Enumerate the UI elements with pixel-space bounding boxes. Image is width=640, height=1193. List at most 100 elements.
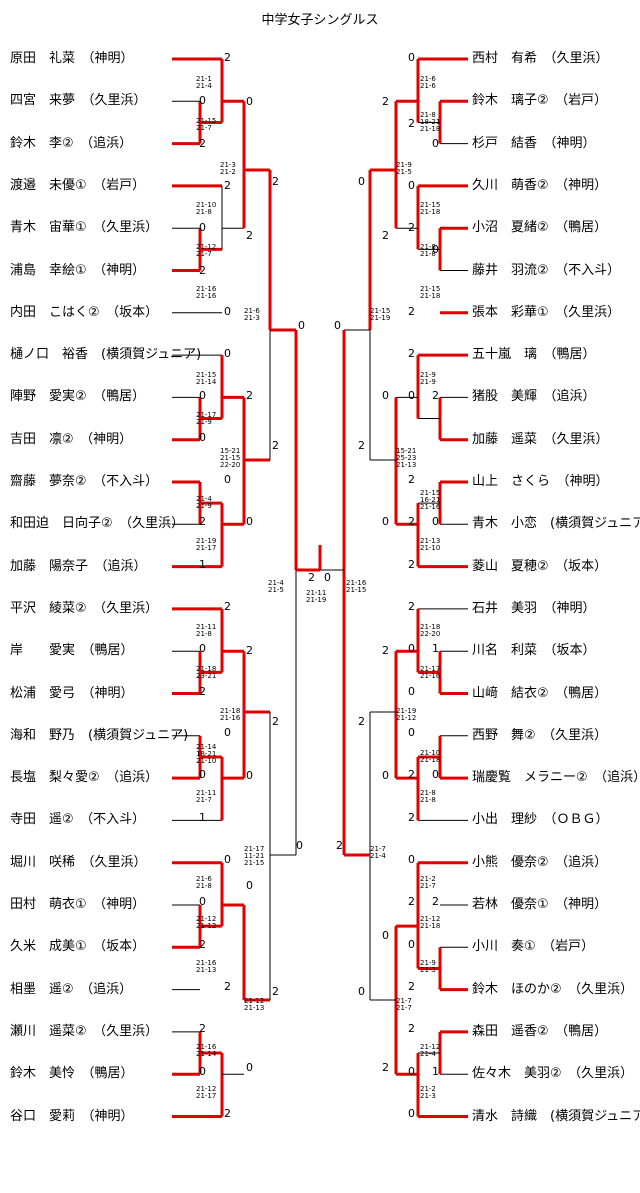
match-score: 0	[358, 175, 365, 188]
right-player-16: 山﨑 結衣② （鴨居）	[472, 685, 608, 701]
right-player-10: 加藤 遥菜 （久里浜）	[472, 431, 609, 447]
set-score: 21-6 21-3	[244, 307, 260, 322]
match-score: 2	[272, 175, 279, 188]
left-player-23: 相墨 遥② （追浜）	[10, 981, 133, 997]
match-score: 2	[246, 389, 253, 402]
set-score: 21-8 21-8	[420, 789, 436, 804]
match-score: 2	[432, 389, 439, 402]
match-score: 2	[336, 839, 343, 852]
match-score: 2	[199, 938, 206, 951]
match-score: 2	[199, 1022, 206, 1035]
match-score: 2	[246, 644, 253, 657]
match-score: 0	[408, 853, 415, 866]
set-score: 21-2 21-7	[420, 875, 436, 890]
match-score: 0	[382, 769, 389, 782]
set-score: 21-3 21-2	[220, 161, 236, 176]
left-player-14: 平沢 綾菜② （久里浜）	[10, 600, 159, 616]
set-score: 21-15 16-21 21-16	[420, 489, 441, 511]
set-score: 21-17 11-21 21-15	[244, 845, 265, 867]
match-score: 0	[358, 985, 365, 998]
match-score: 0	[246, 879, 253, 892]
right-player-4: 久川 萌香② （神明）	[472, 177, 608, 193]
left-player-26: 谷口 愛莉 （神明）	[10, 1108, 134, 1124]
match-score: 2	[408, 980, 415, 993]
match-score: 0	[224, 473, 231, 486]
match-score: 2	[408, 600, 415, 613]
match-score: 2	[224, 980, 231, 993]
match-score: 2	[199, 515, 206, 528]
left-player-2: 四宮 来夢 （久里浜）	[10, 93, 147, 109]
left-player-22: 久米 成美① （坂本）	[10, 939, 146, 955]
match-score: 0	[408, 642, 415, 655]
match-score: 0	[408, 51, 415, 64]
match-score: 0	[246, 1061, 253, 1074]
match-score: 2	[358, 715, 365, 728]
match-score: 2	[224, 600, 231, 613]
match-score: 2	[224, 179, 231, 192]
match-score: 0	[382, 389, 389, 402]
left-player-21: 田村 萌衣① （神明）	[10, 897, 146, 912]
left-player-19: 寺田 遥② （不入斗）	[10, 812, 146, 828]
match-score: 2	[408, 811, 415, 824]
match-score: 2	[272, 985, 279, 998]
left-player-15: 岸 愛実 （鴨居）	[10, 643, 134, 659]
left-player-3: 鈴木 李② （追浜）	[10, 135, 133, 151]
match-score: 0	[224, 853, 231, 866]
right-player-17: 西野 舞② （久里浜）	[472, 727, 608, 743]
right-player-9: 猪股 美輝 （追浜）	[472, 389, 596, 405]
match-score: 2	[382, 1061, 389, 1074]
set-score: 21-16 21-16	[196, 285, 217, 300]
set-score: 21-19 21-17	[196, 537, 217, 552]
set-score: 21-18 21-16	[220, 707, 241, 722]
match-score: 2	[272, 715, 279, 728]
match-score: 2	[224, 1107, 231, 1120]
set-score: 21-16 21-15	[346, 579, 367, 594]
match-score: 0	[408, 726, 415, 739]
match-score: 0	[246, 769, 253, 782]
match-score: 2	[408, 1022, 415, 1035]
set-score: 21-15 21-14	[196, 371, 217, 386]
set-score: 21-9 21-3	[420, 959, 436, 974]
set-score: 21-15 21-19	[370, 307, 391, 322]
match-score: 2	[408, 305, 415, 318]
match-score: 0	[296, 839, 303, 852]
match-score: 2	[408, 768, 415, 781]
match-score: 0	[432, 137, 439, 150]
right-player-6: 藤井 羽流② （不入斗）	[472, 262, 621, 278]
match-score: 2	[308, 571, 315, 584]
match-score: 2	[408, 558, 415, 571]
set-score: 21-1 21-4	[196, 75, 212, 90]
set-score: 21-4 21-5	[268, 579, 284, 594]
set-score: 21-15 21-7	[196, 117, 217, 132]
set-score: 21-11 21-19	[306, 589, 327, 604]
right-player-2: 鈴木 璃子② （岩戸）	[472, 93, 608, 109]
right-player-13: 菱山 夏穂② （坂本）	[472, 558, 608, 574]
match-score: 2	[246, 229, 253, 242]
match-score: 0	[334, 319, 341, 332]
set-score: 21-2 21-3	[420, 1085, 436, 1100]
right-player-1: 西村 有希 （久里浜）	[472, 51, 609, 66]
set-score: 21-6 21-8	[196, 875, 212, 890]
set-score: 21-6 21-6	[420, 75, 436, 90]
match-score: 0	[432, 515, 439, 528]
match-score: 2	[408, 221, 415, 234]
left-player-13: 加藤 陽奈子 （追浜）	[10, 558, 147, 574]
match-score: 0	[432, 768, 439, 781]
set-score: 21-18 23-21	[196, 665, 217, 680]
right-player-5: 小沼 夏緒② （鴨居）	[472, 220, 608, 236]
match-score: 1	[432, 642, 439, 655]
match-score: 1	[199, 558, 206, 571]
set-score: 15-21 21-15 22-20	[220, 447, 241, 469]
right-player-15: 川名 利菜 （坂本）	[472, 643, 596, 659]
left-player-9: 陣野 愛実② （鴨居）	[10, 389, 146, 405]
left-player-10: 吉田 凛② （神明）	[10, 431, 133, 447]
right-player-14: 石井 美羽 （神明）	[472, 600, 596, 616]
right-player-8: 五十嵐 璃 （鴨居）	[472, 347, 596, 363]
match-score: 2	[358, 439, 365, 452]
match-score: 0	[408, 685, 415, 698]
match-score: 0	[199, 1065, 206, 1078]
set-score: 21-9 21-9	[420, 371, 436, 386]
match-score: 2	[199, 264, 206, 277]
right-player-26: 清水 詩織 (横須賀ジュニア)	[472, 1108, 640, 1124]
